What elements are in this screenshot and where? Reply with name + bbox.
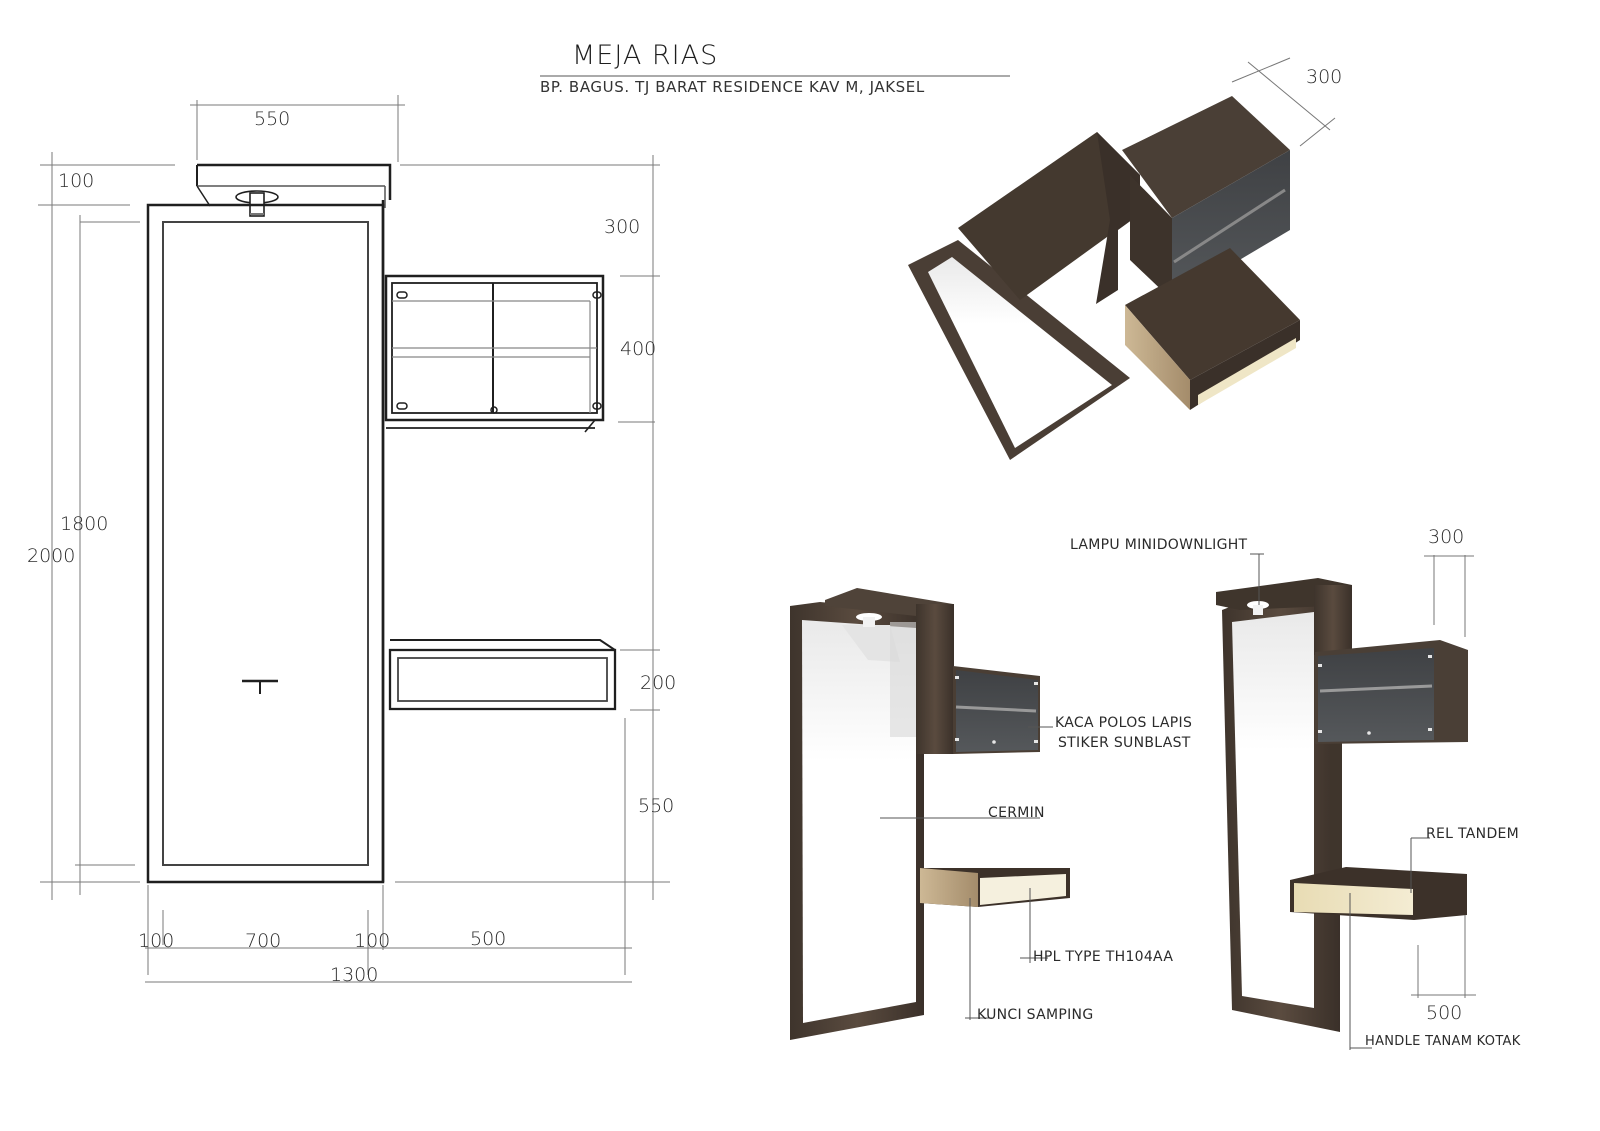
dim-right-depth: 300 xyxy=(1428,526,1465,548)
note-lamp: LAMPU MINIDOWNLIGHT xyxy=(1070,537,1248,553)
dim-top-view-depth: 300 xyxy=(1306,66,1343,88)
drawing-title: MEJA RIAS xyxy=(572,40,719,71)
note-glass: KACA POLOS LAPIS xyxy=(1055,715,1193,731)
dim-drawer-width: 500 xyxy=(470,928,507,950)
dim-total-width: 1300 xyxy=(330,964,379,986)
perspective-left-leaders xyxy=(880,726,1053,1020)
dim-mirror-height: 1800 xyxy=(60,513,109,535)
top-view-render xyxy=(908,57,1336,460)
dim-side-left: 100 xyxy=(138,930,175,952)
perspective-right-leaders xyxy=(1250,553,1430,1050)
note-rail: REL TANDEM xyxy=(1426,826,1520,842)
dim-cabinet-height: 400 xyxy=(620,338,657,360)
dim-drawer-height: 200 xyxy=(640,672,677,694)
dim-cabinet-gap-top: 300 xyxy=(604,216,641,238)
note-hpl: HPL TYPE TH104AA xyxy=(1033,949,1174,965)
dim-side-right: 100 xyxy=(354,930,391,952)
dim-mirror-width: 700 xyxy=(245,930,282,952)
elevation-dimension-lines xyxy=(38,95,670,983)
dim-drawer-floor-gap: 550 xyxy=(638,795,675,817)
note-mirror: CERMIN xyxy=(988,805,1045,821)
perspective-right-render xyxy=(1216,555,1476,1032)
front-elevation xyxy=(146,163,617,884)
dim-total-height: 2000 xyxy=(27,545,76,567)
note-glass-line2: STIKER SUNBLAST xyxy=(1058,735,1191,751)
dim-top-width: 550 xyxy=(254,108,291,130)
perspective-left-render xyxy=(790,588,1070,1040)
dim-top-height: 100 xyxy=(58,170,95,192)
note-handle: HANDLE TANAM KOTAK xyxy=(1365,1034,1521,1049)
note-lock: KUNCI SAMPING xyxy=(977,1007,1094,1023)
drawing-subtitle: BP. BAGUS. TJ BARAT RESIDENCE KAV M, JAK… xyxy=(540,78,925,96)
dim-right-drawer-width: 500 xyxy=(1426,1002,1463,1024)
